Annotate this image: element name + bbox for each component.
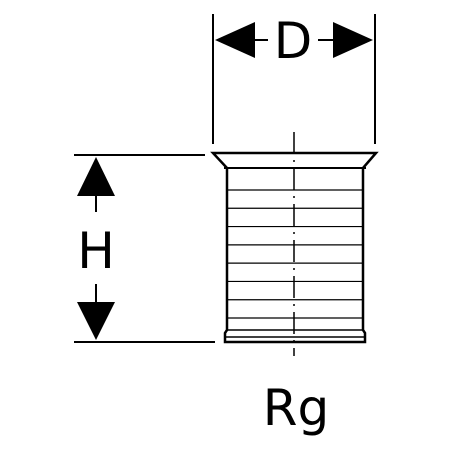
d-dimension-label: D: [274, 12, 313, 70]
h-dimension-label: H: [77, 222, 115, 280]
h-arrow-top: [77, 157, 115, 196]
d-arrow-right: [333, 22, 373, 58]
thread-lines: [227, 189, 363, 319]
h-arrow-bottom: [77, 302, 115, 340]
d-arrow-left: [215, 22, 255, 58]
part-outline: [210, 151, 379, 344]
part-caption: Rg: [263, 379, 329, 437]
